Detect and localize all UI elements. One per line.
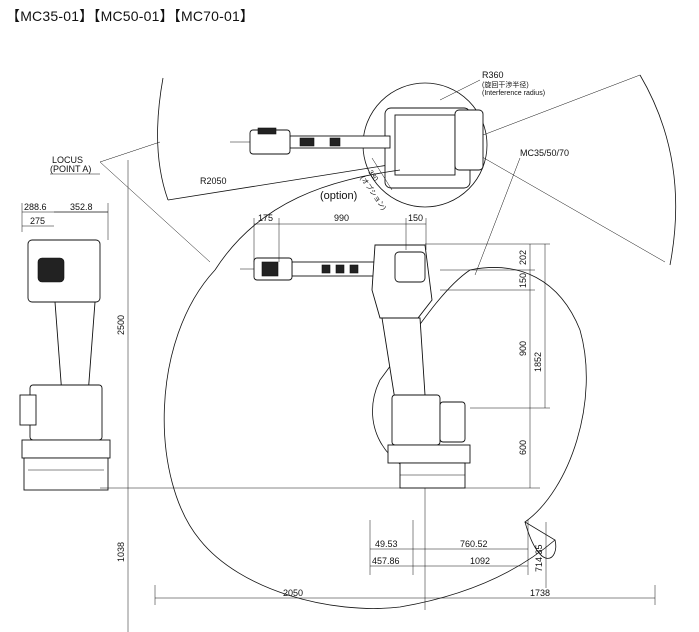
- dim-150v: 150: [518, 273, 528, 288]
- main-base: [391, 394, 441, 446]
- reach-radius-line: [167, 159, 421, 201]
- dim-900: 900: [518, 341, 528, 356]
- dim-600: 600: [518, 440, 528, 455]
- envelope-top-arc: [214, 169, 401, 271]
- wrist-motor: [261, 261, 279, 277]
- arm-detail-1: [299, 137, 315, 147]
- dim-288: 288.6: [24, 202, 47, 212]
- locus-leader-top: [99, 141, 161, 163]
- locus-label: LOCUS: [52, 155, 83, 165]
- wrist-detail: [257, 127, 277, 135]
- dim-2500: 2500: [116, 315, 126, 335]
- dim-1738: 1738: [530, 588, 550, 598]
- main-base-motor: [439, 401, 466, 443]
- dim-150: 150: [408, 213, 423, 223]
- forearm-detail-3: [349, 264, 359, 274]
- side-base: [29, 384, 103, 441]
- model-label: MC35/50/70: [520, 148, 569, 158]
- side-lower-arm: [54, 301, 96, 396]
- reach-boundary-line: [469, 74, 641, 141]
- dim-990: 990: [334, 213, 349, 223]
- interference-radius-label: R360: [482, 70, 504, 80]
- dim-1092: 1092: [470, 556, 490, 566]
- model-leader: [474, 157, 521, 276]
- envelope-outer: [163, 267, 587, 609]
- arm-detail-2: [329, 137, 341, 147]
- dim-49: 49.53: [375, 539, 398, 549]
- dim-175: 175: [258, 213, 273, 223]
- dim-714: 714.35: [534, 544, 544, 572]
- dim-275: 275: [30, 216, 45, 226]
- main-lower-arm: [381, 317, 426, 401]
- interference-en-label: (Interference radius): [482, 90, 545, 97]
- interference-jp-label: (旋回干渉半径): [482, 80, 529, 89]
- interference-leader: [439, 79, 481, 101]
- main-motor: [394, 251, 426, 283]
- dimensions: 175 990 150 202 150 900 1852 600 2500 10…: [100, 160, 656, 632]
- forearm-detail-1: [321, 264, 331, 274]
- envelope-tip: [524, 521, 557, 559]
- reach-radius-label: R2050: [200, 176, 227, 186]
- side-motor: [37, 257, 65, 283]
- dim-202: 202: [518, 250, 528, 265]
- side-turntable: [21, 439, 111, 459]
- reach-arc-top-right: [639, 74, 677, 266]
- option-dim-line: [371, 157, 393, 191]
- top-view: R360 (旋回干渉半径) (Interference radius) R205…: [50, 70, 677, 276]
- dim-2050: 2050: [283, 588, 303, 598]
- reach-boundary-line-2: [469, 149, 666, 263]
- dim-1852: 1852: [533, 352, 543, 372]
- main-turntable: [387, 444, 471, 464]
- page-title: 【MC35-01】【MC50-01】【MC70-01】: [6, 8, 255, 24]
- base-top-inner: [394, 114, 456, 176]
- main-pedestal: [399, 462, 466, 489]
- reach-arc-top-left: [157, 77, 169, 201]
- side-base-left: [19, 394, 37, 426]
- dim-457: 457.86: [372, 556, 400, 566]
- main-robot: [240, 244, 471, 489]
- dim-352: 352.8: [70, 202, 93, 212]
- option-label: (option): [320, 190, 357, 202]
- locus-point-label: (POINT A): [50, 164, 91, 174]
- locus-leader-side: [99, 161, 211, 263]
- motor-top: [454, 109, 484, 171]
- side-pedestal: [23, 457, 109, 491]
- forearm-detail-2: [335, 264, 345, 274]
- dim-760: 760.52: [460, 539, 488, 549]
- dim-1038: 1038: [116, 542, 126, 562]
- side-view: 288.6 275 352.8: [19, 202, 111, 491]
